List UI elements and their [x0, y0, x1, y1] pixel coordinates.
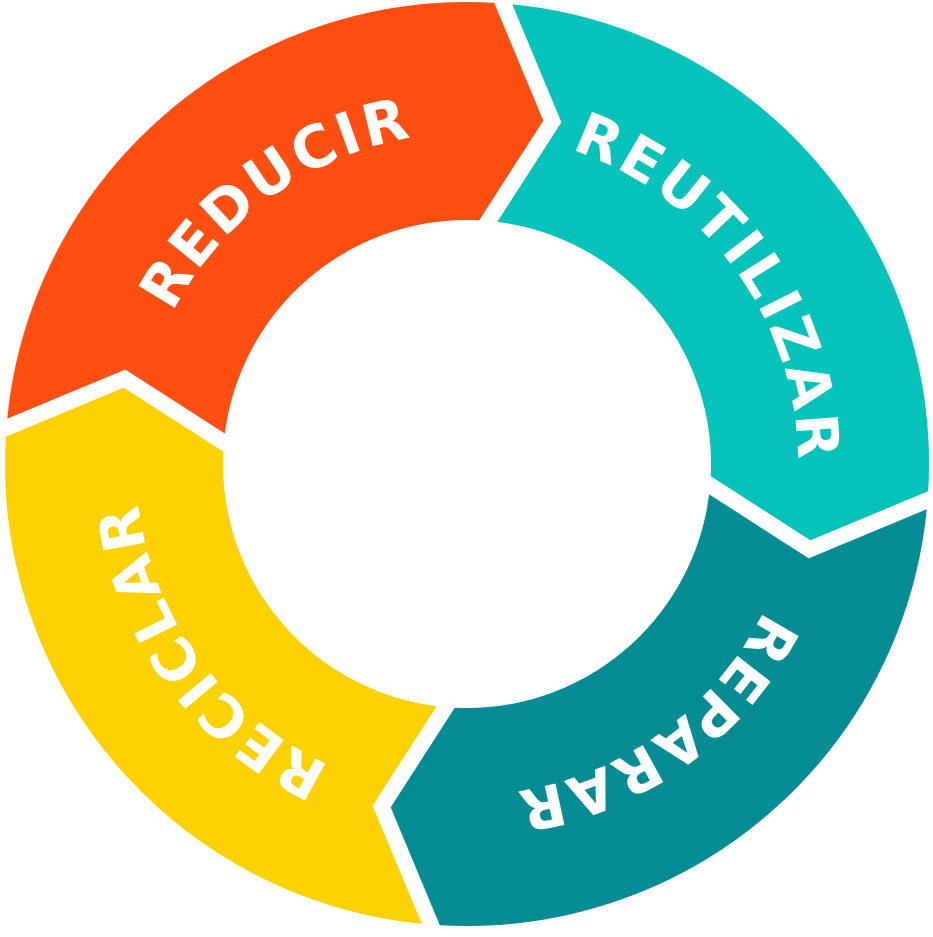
cycle-segment-reutilizar: [469, 0, 933, 559]
cycle-segment-reciclar: [0, 369, 465, 937]
cycle-segment-reparar: [372, 466, 933, 937]
cycle-segment-reducir: [0, 0, 562, 462]
